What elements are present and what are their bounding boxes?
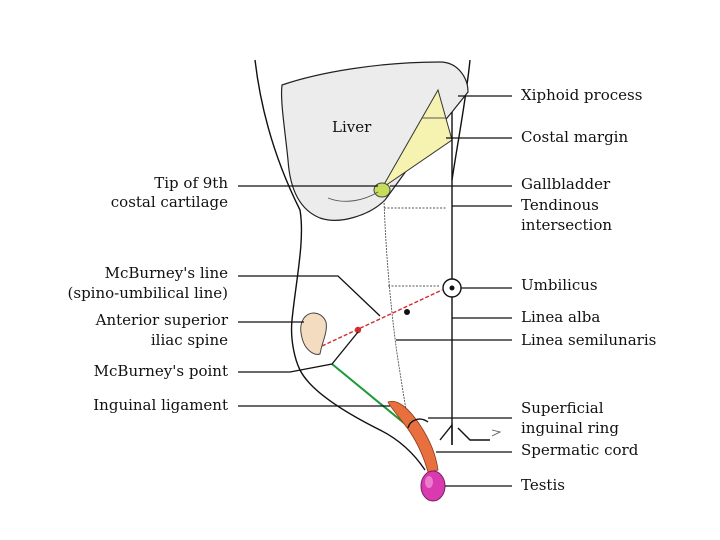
umbilicus-dot <box>449 285 455 291</box>
label-xiphoid-process: Xiphoid process <box>521 86 642 104</box>
pubic-outline <box>439 423 490 445</box>
label-mcburneys-line-line1: McBurney's line <box>105 264 228 282</box>
label-umbilicus: Umbilicus <box>521 276 598 294</box>
superficial-ring-shape <box>407 418 429 429</box>
gallbladder-shape <box>373 182 391 198</box>
label-asis-line2: iliac spine <box>151 331 228 349</box>
label-costal-margin: Costal margin <box>521 128 628 146</box>
mcburneys-line <box>321 289 443 347</box>
spermatic-cord-shape <box>387 400 439 473</box>
label-tip-9th-line2: costal cartilage <box>111 193 228 211</box>
label-superficial-ring-line1: Superficial <box>521 399 604 417</box>
label-linea-semilunaris: Linea semilunaris <box>521 331 656 349</box>
iliac-spine-shape <box>300 312 327 355</box>
linea-semilunaris-line <box>383 199 409 421</box>
label-tendinous-line1: Tendinous <box>521 196 599 214</box>
label-tip-9th-line1: Tip of 9th <box>154 174 228 192</box>
label-tendinous-line2: intersection <box>521 216 612 234</box>
label-mcburneys-point: McBurney's point <box>94 362 228 380</box>
leader-mcburneys-line <box>238 275 381 317</box>
label-linea-alba: Linea alba <box>521 308 600 326</box>
mcburneys-point-dot <box>354 326 362 334</box>
pubic-mark <box>491 429 502 437</box>
label-superficial-ring-line2: inguinal ring <box>521 419 619 437</box>
costal-margin-triangle <box>381 88 453 189</box>
body-outline-right <box>451 59 471 181</box>
label-inguinal-ligament: Inguinal ligament <box>93 396 228 414</box>
mcburney-third-dot <box>404 309 410 315</box>
costal-cartilage-curve <box>327 191 379 202</box>
label-spermatic-cord: Spermatic cord <box>521 441 639 459</box>
label-mcburneys-line-line2: (spino-umbilical line) <box>68 284 228 302</box>
body-outline-left <box>254 59 426 471</box>
testis-shape <box>420 470 446 502</box>
label-gallbladder: Gallbladder <box>521 175 611 193</box>
label-asis-line1: Anterior superior <box>95 311 229 329</box>
liver-label: Liver <box>332 118 372 136</box>
label-testis: Testis <box>521 476 565 494</box>
liver-shape <box>280 61 469 221</box>
testis-highlight <box>425 476 433 488</box>
inguinal-ligament-line <box>331 363 411 429</box>
leader-mcburneys-point <box>238 331 359 373</box>
